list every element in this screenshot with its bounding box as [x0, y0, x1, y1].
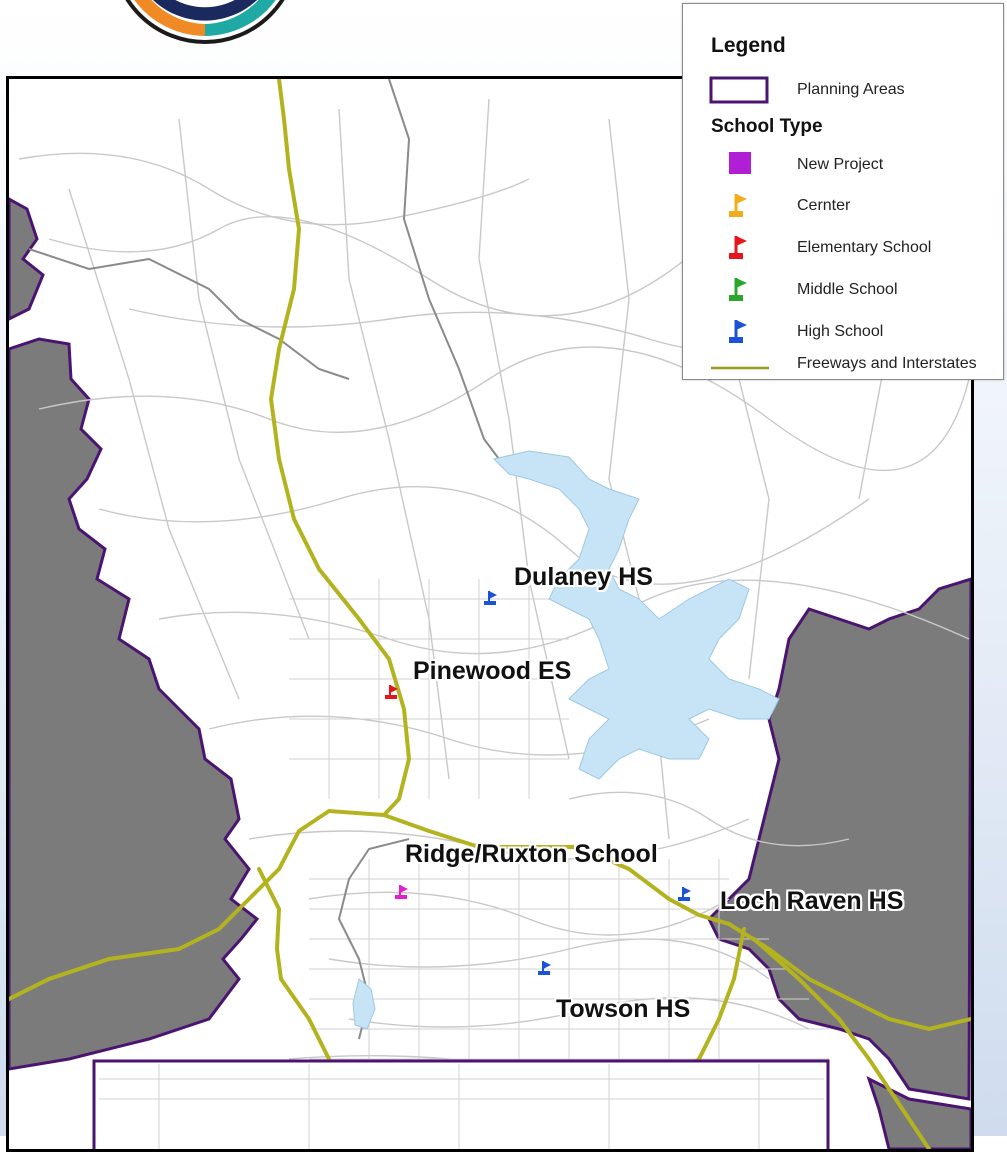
legend-label: High School: [797, 323, 884, 340]
outside-area-west: [9, 197, 45, 321]
label-pinewood-es: Pinewood ES: [413, 657, 572, 685]
legend-label: Freeways and Interstates: [797, 355, 977, 372]
freeways: [9, 79, 971, 1149]
legend-label: Planning Areas: [797, 81, 905, 98]
label-dulaney-hs: Dulaney HS: [514, 563, 653, 591]
label-loch-raven-hs: Loch Raven HS: [720, 887, 904, 915]
legend-row-middle: Middle School: [709, 276, 999, 304]
freeway-line-icon: [711, 366, 769, 370]
legend-row-high: High School: [709, 318, 999, 346]
map-canvas[interactable]: [9, 79, 971, 1149]
reservoir: [493, 450, 780, 780]
new-project-square-icon: [729, 152, 751, 174]
legend-label: New Project: [797, 156, 884, 173]
flag-ridge-ruxton-school[interactable]: [395, 885, 408, 899]
small-lake: [352, 978, 376, 1030]
flag-pinewood-es[interactable]: [385, 685, 398, 699]
legend-title: Legend: [711, 34, 786, 57]
legend-panel: Legend Planning Areas School Type New Pr…: [682, 3, 1004, 380]
middle-flag-icon: [729, 278, 747, 301]
label-ridge-ruxton-school: Ridge/Ruxton School: [405, 840, 658, 868]
legend-row-freeways: Freeways and Interstates: [709, 355, 999, 384]
legend-row-elementary: Elementary School: [709, 234, 999, 262]
town-grid: [289, 579, 829, 1069]
label-towson-hs: Towson HS: [556, 995, 691, 1023]
road-network: [18, 98, 970, 1078]
legend-subtitle: School Type: [711, 116, 823, 137]
flag-dulaney-hs[interactable]: [484, 591, 497, 605]
planning-area-swatch: [709, 76, 769, 104]
elementary-flag-icon: [729, 236, 747, 259]
planning-area-south: [92, 1059, 830, 1149]
outside-area-west-large: [9, 337, 260, 1071]
center-flag-icon: [729, 194, 747, 217]
legend-row-planning-areas: Planning Areas: [709, 76, 999, 104]
legend-label: Middle School: [797, 281, 898, 298]
south-block-roads: [99, 1064, 824, 1149]
legend-label: Cernter: [797, 197, 851, 214]
flag-towson-hs[interactable]: [538, 961, 551, 975]
high-flag-icon: [729, 320, 747, 343]
legend-label: Elementary School: [797, 239, 932, 256]
legend-row-new-project: New Project: [709, 151, 999, 179]
logo-emblem: [125, 0, 285, 44]
legend-row-center: Cernter: [709, 192, 999, 220]
flag-loch-raven-hs[interactable]: [678, 887, 691, 901]
